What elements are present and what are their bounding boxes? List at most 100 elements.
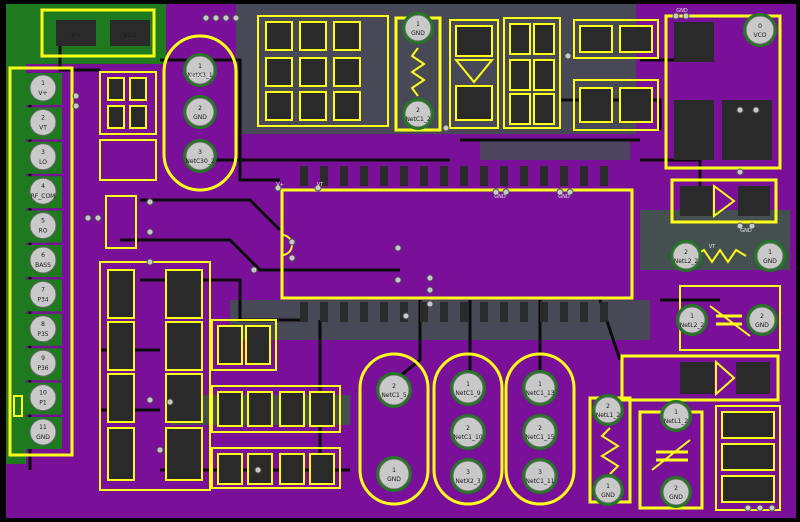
pad-name: GND <box>387 476 401 483</box>
pad-name: NetX2_3 <box>455 478 480 485</box>
header-pin-list: 1V+2VT3LO4RF_COM5RO6BASS7P348P359P3610P1… <box>24 73 62 449</box>
ic-pin-top <box>580 166 588 186</box>
pad-name: NetC1_9 <box>455 390 481 397</box>
pin-number: 9 <box>41 355 45 362</box>
pad-number: 1 <box>416 21 420 28</box>
vt-label-mid: VT <box>317 182 324 188</box>
pin-pad <box>29 74 57 102</box>
pad-number: 2 <box>416 107 420 114</box>
pad-copper <box>748 306 776 334</box>
pad-number: 2 <box>684 249 688 256</box>
pin-name: BASS <box>35 262 51 269</box>
ic-pin-top <box>500 166 508 186</box>
pad-name: NetC1_13 <box>525 390 554 397</box>
component-top-left: V+ VCO <box>40 8 156 58</box>
pad-name: GND <box>763 258 777 265</box>
ic-pin-bottom <box>300 302 308 322</box>
pin-number: 7 <box>41 286 45 293</box>
gnd-label-b: GND <box>558 194 570 200</box>
pin-name: P35 <box>37 331 48 338</box>
pad-copper <box>185 97 215 127</box>
pad-copper <box>745 15 775 45</box>
ic-pin-top <box>360 166 368 186</box>
ic-pin-top <box>300 166 308 186</box>
pin-number: 5 <box>41 218 45 225</box>
ic-pin-bottom <box>320 302 328 322</box>
pad-number: 2 <box>760 313 764 320</box>
header-pin: 4RF_COM <box>24 176 62 209</box>
pad-copper <box>678 306 706 334</box>
ic-pin-bottom <box>480 302 488 322</box>
pad-number: 3 <box>538 469 542 476</box>
ic-pin-top <box>420 166 428 186</box>
vt-label-right: VT <box>709 244 716 250</box>
pad-number: 2 <box>466 425 470 432</box>
pad-number: 2 <box>674 485 678 492</box>
pin-pad <box>29 108 57 136</box>
pin-pad <box>29 280 57 308</box>
ic-pin-top <box>400 166 408 186</box>
pad-copper <box>404 100 432 128</box>
vplus-label-mid: V+ <box>276 182 284 188</box>
ic-pin-bottom <box>460 302 468 322</box>
pad-copper <box>662 478 690 506</box>
pad-number: 1 <box>392 467 396 474</box>
pad-number: 3 <box>198 149 202 156</box>
pad-number: 1 <box>538 381 542 388</box>
pad-copper <box>524 416 556 448</box>
header-pin: 5RO <box>24 210 62 243</box>
pin-name: P36 <box>37 365 48 372</box>
ic-pin-top <box>340 166 348 186</box>
pin-pad <box>29 384 57 412</box>
pin-number: 1 <box>41 80 45 87</box>
pin-name: RO <box>39 228 48 235</box>
pad-number: 1 <box>674 409 678 416</box>
ic-pin-bottom <box>440 302 448 322</box>
pad-number: 2 <box>538 425 542 432</box>
pad-number: 1 <box>690 313 694 320</box>
pin-pad <box>29 349 57 377</box>
ic-pin-top <box>320 166 328 186</box>
pad-copper <box>594 476 622 504</box>
pad-name: VCO <box>753 32 766 39</box>
pin-number: 8 <box>41 321 45 328</box>
pin-name: P1 <box>39 400 47 407</box>
pad-copper <box>404 14 432 42</box>
smd-grid-top <box>257 15 659 131</box>
pad-number: 2 <box>392 383 396 390</box>
pad-number: 1 <box>198 63 202 70</box>
header-connector: 1V+2VT3LO4RF_COM5RO6BASS7P348P359P3610P1… <box>8 66 74 457</box>
pad-copper <box>756 242 784 270</box>
ic-pin-bottom <box>420 302 428 322</box>
pad-copper <box>452 416 484 448</box>
vias <box>72 12 776 512</box>
pin-name: RF_COM <box>31 193 56 200</box>
pad-name: GND <box>755 322 769 329</box>
pad-name: NetL2_2 <box>680 322 705 329</box>
ic-pin-top <box>560 166 568 186</box>
diode-lower-right <box>620 354 780 402</box>
pin-number: 3 <box>41 149 45 156</box>
vplus-pad-label: V+ <box>71 32 80 39</box>
pad-copper <box>452 460 484 492</box>
net-labels: V+ VT NetX3_1 GND GND GND GND <box>189 8 751 234</box>
